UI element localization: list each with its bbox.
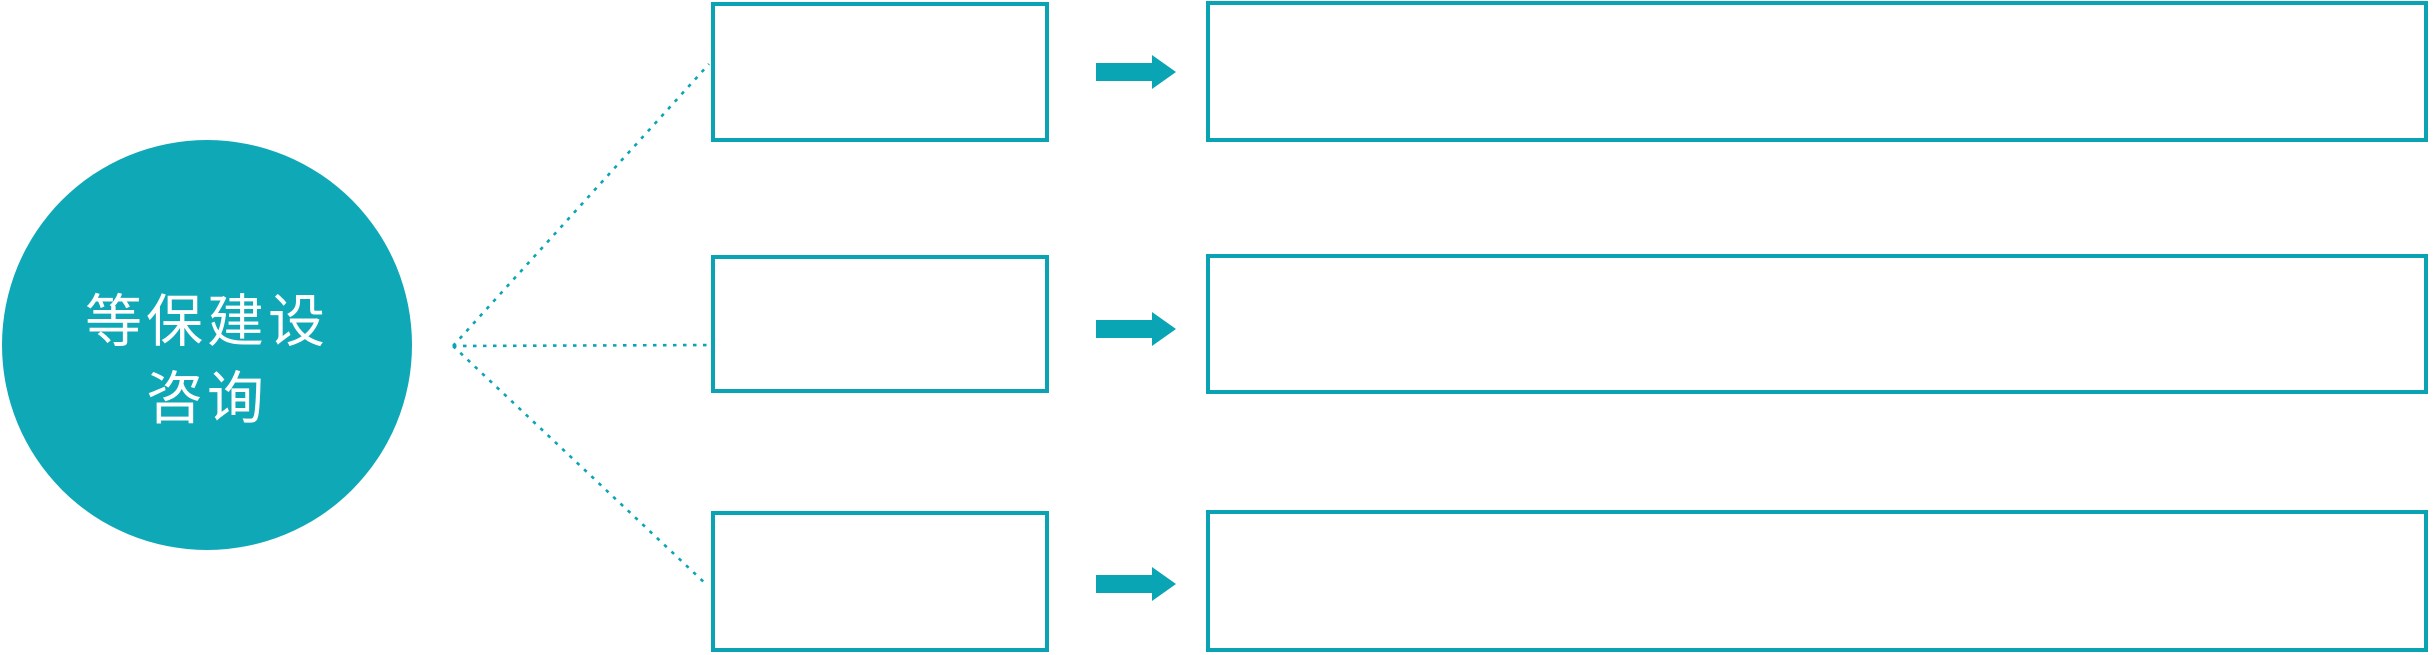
root-label-line2: 咨询 xyxy=(146,366,268,432)
detail-box-3 xyxy=(1206,510,2428,652)
root-node-label: 等保建设 咨询 xyxy=(85,284,329,438)
arrow-right-icon xyxy=(1096,55,1176,89)
detail-box-1 xyxy=(1206,1,2428,142)
arrow-right-icon xyxy=(1096,312,1176,346)
dotted-connector-top xyxy=(452,63,710,347)
dotted-connector-bottom xyxy=(452,345,708,586)
root-node-circle: 等保建设 咨询 xyxy=(2,140,412,550)
branch-box-3 xyxy=(711,511,1049,652)
dotted-connector-middle xyxy=(452,343,711,348)
detail-box-2 xyxy=(1206,254,2428,394)
arrow-right-icon xyxy=(1096,567,1176,601)
branch-box-1 xyxy=(711,2,1049,142)
root-label-line1: 等保建设 xyxy=(85,289,329,355)
branch-box-2 xyxy=(711,255,1049,393)
